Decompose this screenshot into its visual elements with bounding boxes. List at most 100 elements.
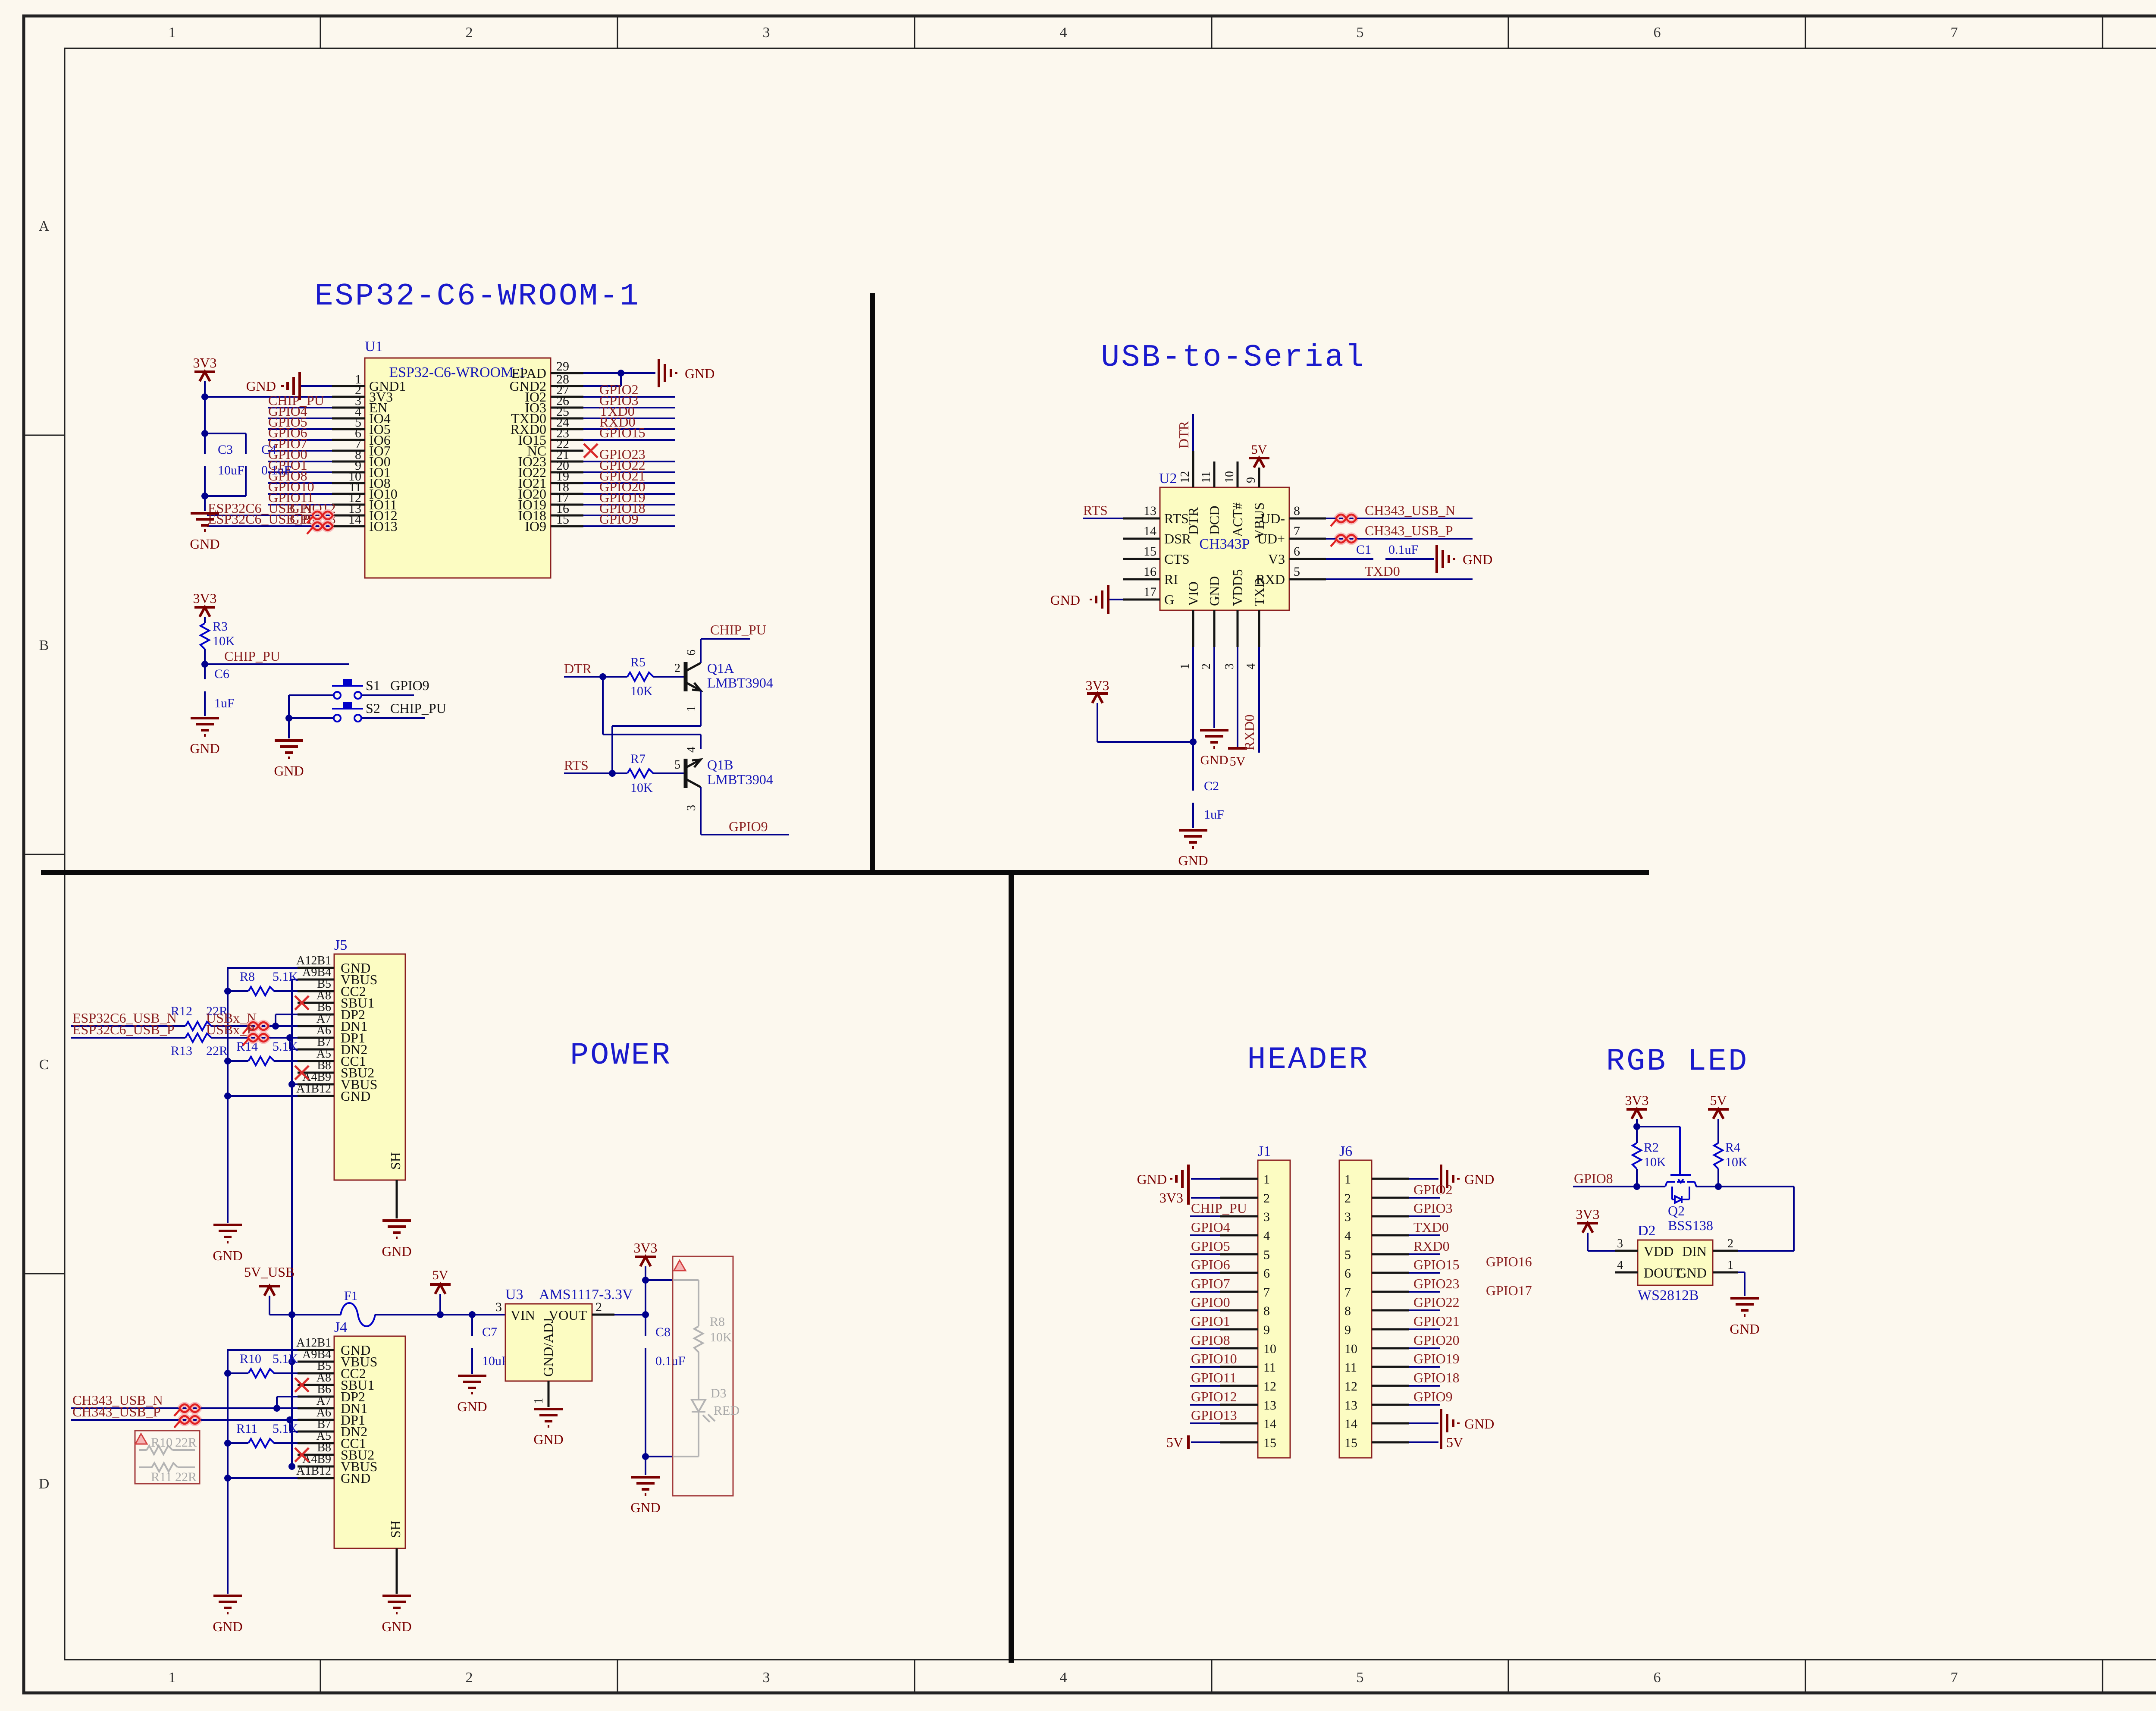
svg-text:3: 3 [763,1670,770,1686]
svg-text:RXD0: RXD0 [1241,714,1257,750]
svg-text:3: 3 [1617,1237,1623,1250]
svg-text:GPIO19: GPIO19 [599,490,646,505]
svg-text:A9B4: A9B4 [302,966,331,979]
svg-text:GND: GND [274,763,304,779]
svg-text:C3: C3 [218,443,233,457]
svg-text:10K: 10K [630,684,653,698]
svg-text:6: 6 [1294,544,1300,559]
svg-text:A6: A6 [317,1406,331,1419]
svg-text:3V3: 3V3 [193,355,216,370]
svg-text:GND: GND [213,1619,242,1634]
svg-text:Q1A: Q1A [707,660,734,676]
svg-text:IO19: IO19 [518,497,546,512]
u2-part: CH343P [1199,536,1250,552]
svg-text:0.1uF: 0.1uF [1388,543,1418,557]
svg-text:8: 8 [355,448,361,462]
svg-text:GPIO10: GPIO10 [1191,1351,1237,1366]
svg-text:A6: A6 [317,1024,331,1037]
svg-text:GPIO9: GPIO9 [390,678,429,693]
svg-text:3V3: 3V3 [369,389,393,405]
svg-text:GPIO3: GPIO3 [599,392,639,408]
svg-text:22R: 22R [206,1004,228,1018]
svg-text:GND: GND [533,1432,563,1447]
svg-text:GPIO7: GPIO7 [1191,1276,1230,1291]
svg-text:10uF: 10uF [482,1354,509,1368]
u1-right-wires [583,372,675,527]
u1-body [364,357,552,579]
j5-stubs [298,967,398,1218]
svg-text:5.1K: 5.1K [273,970,298,984]
svg-text:RI: RI [1164,571,1178,587]
svg-text:12: 12 [348,491,361,505]
svg-text:GND: GND [1464,1416,1494,1432]
svg-text:C4: C4 [261,443,276,457]
svg-text:CC2: CC2 [341,1366,366,1381]
svg-text:5: 5 [1357,25,1364,41]
svg-text:DTR: DTR [1176,421,1191,449]
svg-text:GPIO13: GPIO13 [1191,1407,1237,1423]
svg-text:GND: GND [457,1399,487,1414]
svg-text:GPIO5: GPIO5 [268,414,307,430]
svg-text:1: 1 [1727,1259,1733,1272]
svg-text:A12B1: A12B1 [296,1336,331,1350]
svg-text:DN1: DN1 [341,1018,367,1034]
svg-text:ESP32C6_USB_P: ESP32C6_USB_P [72,1022,175,1037]
j4-stubs [298,1349,398,1594]
svg-text:GND: GND [190,536,219,552]
svg-text:IO18: IO18 [518,508,546,523]
svg-text:GPIO4: GPIO4 [268,403,307,419]
svg-text:3V3: 3V3 [633,1240,657,1256]
svg-text:GPIO6: GPIO6 [268,425,307,440]
section-esp32: ESP32-C6-WROOM-1 U1 ESP32-C6-WROOM-1 123… [190,279,789,835]
svg-text:VBUS: VBUS [341,1459,377,1474]
svg-text:UD+: UD+ [1257,531,1285,546]
svg-text:5V: 5V [1251,443,1267,457]
svg-text:6: 6 [1263,1266,1270,1281]
j6-body [1338,1159,1373,1459]
svg-text:RXD: RXD [1256,571,1285,587]
svg-text:EPAD: EPAD [511,365,546,381]
svg-text:A12B1: A12B1 [296,954,331,967]
u3-body [505,1303,593,1382]
svg-text:RTS: RTS [1083,502,1108,518]
j1-wires [1190,1178,1220,1443]
svg-text:0.1uF: 0.1uF [261,463,291,477]
svg-text:RED: RED [714,1403,740,1418]
svg-text:2: 2 [1727,1237,1733,1250]
svg-text:12: 12 [1178,471,1192,483]
svg-text:D: D [39,1476,50,1492]
svg-text:IO21: IO21 [518,475,546,491]
svg-text:10K: 10K [630,781,653,795]
d2-stubs [1615,1250,1738,1274]
svg-text:11: 11 [1263,1360,1276,1375]
svg-text:ESP32C6_USB_P: ESP32C6_USB_P [208,511,310,527]
svg-text:22R: 22R [175,1435,197,1450]
svg-text:ESP32C6_USB_N: ESP32C6_USB_N [208,500,312,516]
cap-c4 [234,457,258,463]
svg-text:GPIO11: GPIO11 [268,490,313,505]
svg-text:R11: R11 [236,1422,257,1436]
svg-text:2: 2 [1200,663,1213,669]
svg-text:12: 12 [1263,1379,1276,1394]
svg-text:3V3: 3V3 [1085,678,1109,693]
svg-text:D3: D3 [711,1386,727,1400]
svg-text:2: 2 [466,25,473,41]
svg-text:15: 15 [556,512,569,527]
svg-text:5: 5 [1344,1248,1351,1262]
svg-text:4: 4 [1344,1229,1351,1243]
svg-text:CH343_USB_P: CH343_USB_P [72,1404,161,1419]
svg-text:6: 6 [685,650,698,656]
svg-text:10K: 10K [213,634,235,648]
svg-text:A7: A7 [317,1012,331,1026]
svg-text:18: 18 [556,480,569,494]
svg-text:13: 13 [348,502,361,516]
svg-text:3V3: 3V3 [193,590,216,606]
svg-text:TXD0: TXD0 [1413,1219,1449,1235]
j6-net-labels: GPIO2GPIO3TXD0RXD0GPIO15GPIO23GPIO22GPIO… [1413,1182,1460,1404]
